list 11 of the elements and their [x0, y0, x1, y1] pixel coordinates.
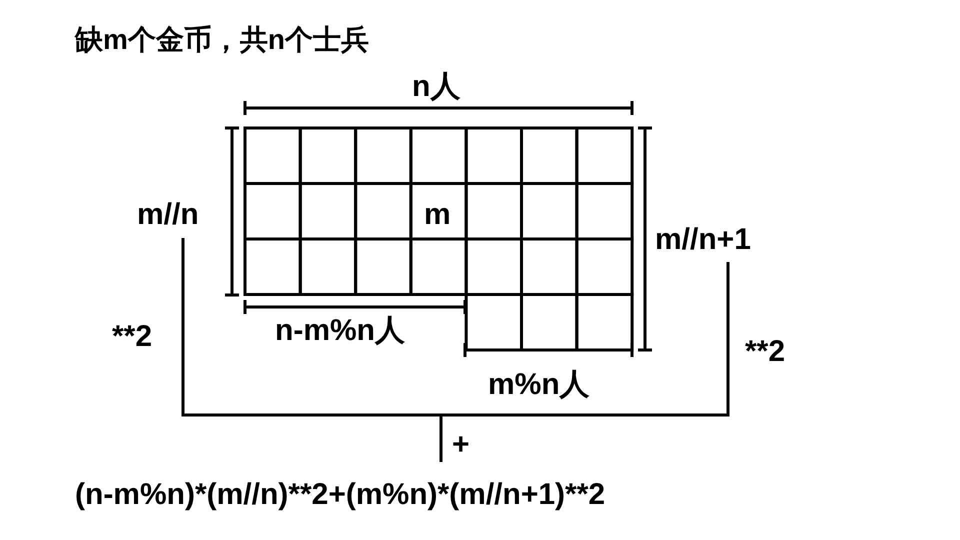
- dimension-label: m//n: [137, 200, 199, 230]
- dimension-label: n-m%n人: [275, 316, 405, 346]
- dimension-label: m: [424, 200, 451, 230]
- formula-text: (n-m%n)*(m//n)**2+(m%n)*(m//n+1)**2: [75, 480, 606, 510]
- dimension-label: m//n+1: [655, 225, 751, 255]
- exponent-label: **2: [112, 322, 152, 352]
- dimension-label: m%n人: [488, 370, 590, 400]
- title: 缺m个金币，共n个士兵: [75, 26, 369, 54]
- dimension-label: n人: [412, 72, 460, 102]
- exponent-label: **2: [745, 337, 786, 367]
- operator-label: +: [452, 430, 470, 460]
